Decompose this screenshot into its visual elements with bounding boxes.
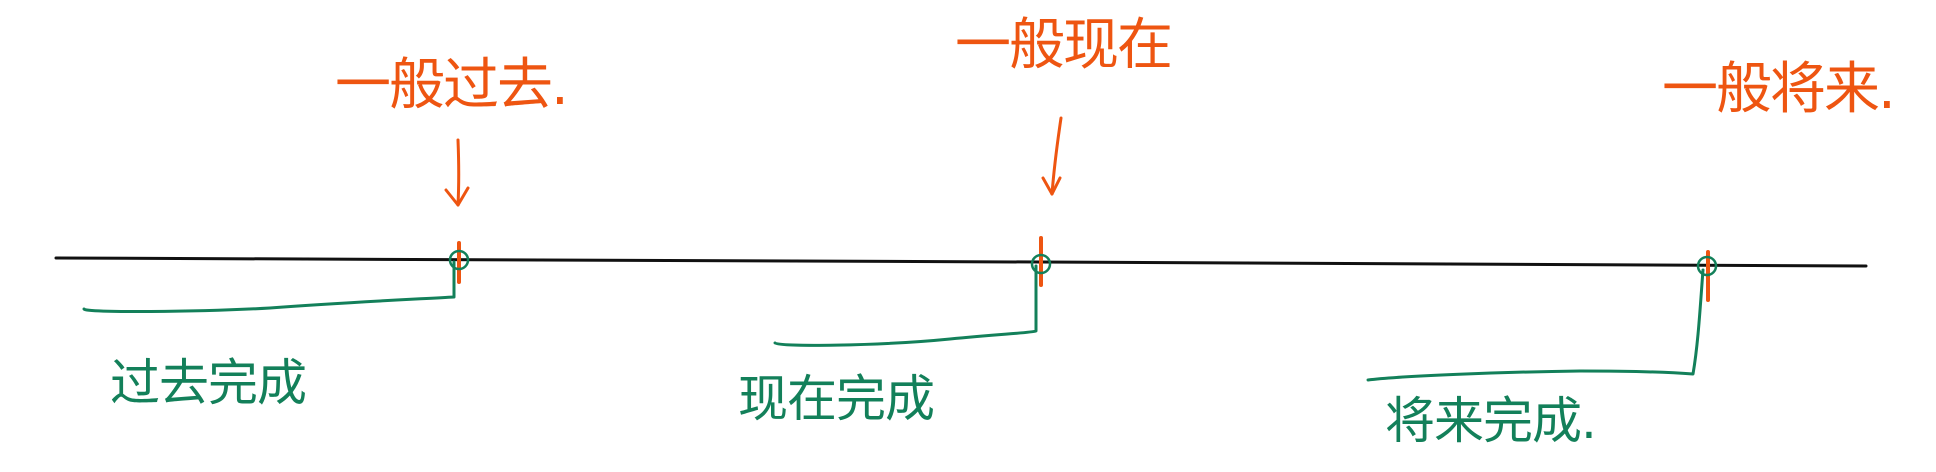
present-point-marker [1030, 236, 1052, 287]
past-perfect-bracket [82, 260, 456, 314]
label-simple-future: 一般将来. [1662, 57, 1896, 122]
past-arrow [444, 138, 470, 207]
future-perfect-bracket [1366, 268, 1705, 382]
past-point-marker [448, 241, 470, 284]
label-future-perfect: 将来完成. [1385, 392, 1597, 450]
future-point-marker [1696, 250, 1718, 302]
label-simple-present: 一般现在 [955, 13, 1173, 78]
label-present-perfect: 现在完成 [738, 370, 935, 428]
label-simple-past: 一般过去. [335, 53, 569, 118]
label-past-perfect: 过去完成 [110, 354, 307, 412]
present-perfect-bracket [773, 264, 1038, 347]
timeline-axis [54, 256, 1868, 268]
present-arrow [1041, 116, 1063, 196]
